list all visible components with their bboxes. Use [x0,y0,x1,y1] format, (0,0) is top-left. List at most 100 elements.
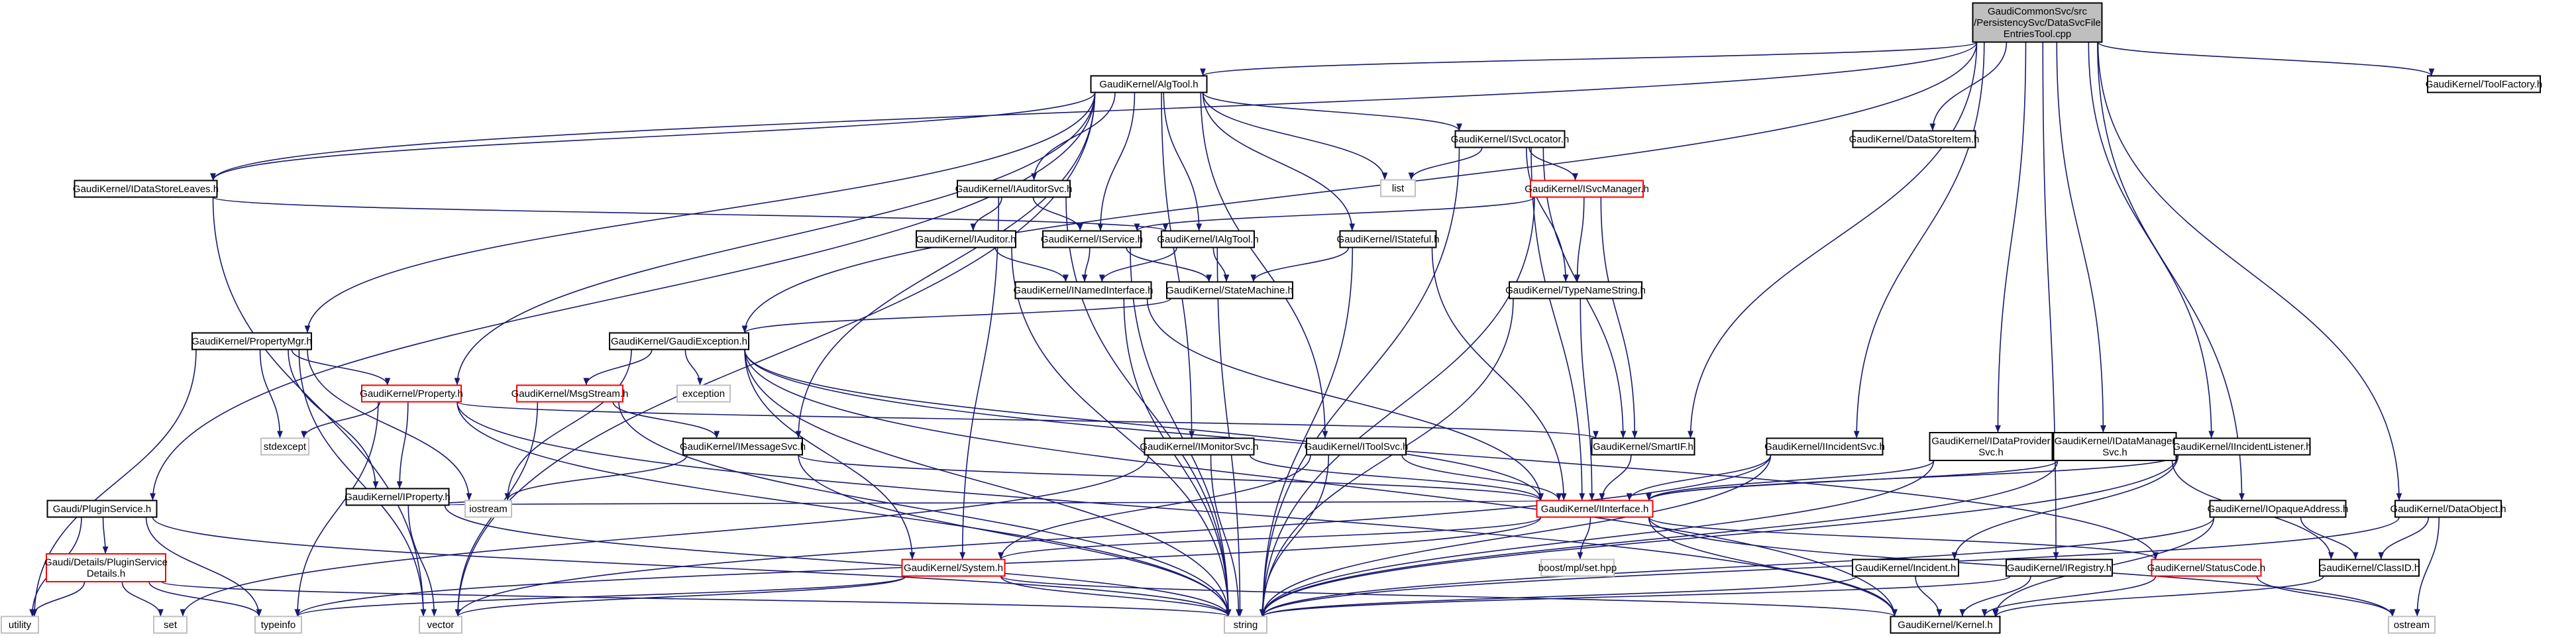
node-box [361,384,462,403]
edge-imessagesvc-to-iostream [504,454,688,501]
edge-idatastoreleaves-to-ialgtool [212,196,1168,232]
node-label: typeinfo [261,619,296,631]
node-box [1852,130,1976,148]
node-vector[interactable]: vector [419,615,462,634]
edge-propertymgr-to-stdexcept [259,349,283,439]
node-gaudikernel-ialgtool-h[interactable]: GaudiKernel/IAlgTool.h [1157,230,1259,248]
edge-isvclocator-to-list [1408,147,1483,180]
node-set[interactable]: set [153,615,188,634]
node-gaudikernel-kernel-h[interactable]: GaudiKernel/Kernel.h [1890,615,2001,634]
edge-isvcmanager-to-typenamestring [1574,197,1585,282]
node-gaudikernel-isvcmanager-h[interactable]: GaudiKernel/ISvcManager.h [1525,180,1649,198]
node-box [46,500,158,518]
node-label: /PersistencySvc/DataSvcFile [1974,17,2101,28]
node-gaudikernel-smartif-h[interactable]: GaudiKernel/SmartIF.h [1591,437,1695,456]
edge-isvcmanager-to-smartif [1600,197,1638,439]
node-gaudi-pluginservice-h[interactable]: Gaudi/PluginService.h [46,500,158,518]
edge-propertymgr-to-iproperty [288,349,379,489]
node-label: GaudiKernel/IStateful.h [1336,234,1439,245]
node-gaudikernel-statuscode-h[interactable]: GaudiKernel/StatusCode.h [2147,558,2265,577]
node-gaudicommonsvc-src-persistencysvc-datasvcfileentriestool-cpp[interactable]: GaudiCommonSvc/src/PersistencySvc/DataSv… [1972,2,2103,43]
node-gaudikernel-iopaqueaddress-h[interactable]: GaudiKernel/IOpaqueAddress.h [2208,500,2349,518]
node-gaudikernel-istateful-h[interactable]: GaudiKernel/IStateful.h [1336,230,1440,248]
node-gaudikernel-iincidentsvc-h[interactable]: GaudiKernel/IIncidentSvc.h [1764,437,1885,456]
node-gaudikernel-system-h[interactable]: GaudiKernel/System.h [901,558,1006,577]
edge-classid-to-kernel [1993,576,2324,617]
node-gaudikernel-iproperty-h[interactable]: GaudiKernel/IProperty.h [345,488,451,506]
node-box [1339,230,1437,248]
node-gaudikernel-inamedinterface-h[interactable]: GaudiKernel/INamedInterface.h [1014,281,1154,299]
node-boost-mpl-set-hpp[interactable]: boost/mpl/set.hpp [1538,558,1617,577]
edge-iservice-to-statemachine [1126,247,1212,282]
node-gaudikernel-algtool-h[interactable]: GaudiKernel/AlgTool.h [1090,75,1208,93]
node-label: GaudiKernel/IProperty.h [345,492,451,503]
node-gaudikernel-property-h[interactable]: GaudiKernel/Property.h [360,384,463,403]
node-label: GaudiKernel/IAlgTool.h [1157,234,1258,245]
node-gaudikernel-imessagesvc-h[interactable]: GaudiKernel/IMessageSvc.h [680,437,806,456]
edge-root-to-idataprovidersvc [1995,42,2027,433]
node-gaudikernel-idatastoreleaves-h[interactable]: GaudiKernel/IDataStoreLeaves.h [73,180,219,198]
node-gaudikernel-toolfactory-h[interactable]: GaudiKernel/ToolFactory.h [2426,75,2542,93]
node-gaudikernel-iauditor-h[interactable]: GaudiKernel/IAuditor.h [916,230,1016,248]
node-list[interactable]: list [1380,179,1416,197]
node-typeinfo[interactable]: typeinfo [254,615,302,634]
edge-isvcmanager-to-iservice [1134,196,1535,232]
node-gaudikernel-iregistry-h[interactable]: GaudiKernel/IRegistry.h [2006,558,2113,577]
node-gaudikernel-typenamestring-h[interactable]: GaudiKernel/TypeNameString.h [1505,281,1646,299]
edge-algtool-to-vector [455,92,1096,617]
node-gaudikernel-propertymgr-h[interactable]: GaudiKernel/PropertyMgr.h [191,332,312,350]
node-stdexcept[interactable]: stdexcept [260,437,309,456]
node-gaudikernel-iinterface-h[interactable]: GaudiKernel/IInterface.h [1536,500,1654,518]
node-exception[interactable]: exception [676,384,731,403]
node-utility[interactable]: utility [1,615,39,634]
edge-algtool-to-imonitorsvc [1161,92,1195,439]
node-label: Svc.h [1978,447,2004,458]
node-gaudikernel-iauditorsvc-h[interactable]: GaudiKernel/IAuditorSvc.h [955,180,1073,198]
node-box [1509,281,1642,299]
edge-istateful-to-statemachine [1250,247,1350,282]
edge-istateful-to-iinterface [1431,247,1567,501]
node-gaudikernel-iservice-h[interactable]: GaudiKernel/IService.h [1041,230,1143,248]
edge-idatamanagersvc-to-string [1260,460,2059,617]
node-gaudikernel-classid-h[interactable]: GaudiKernel/ClassID.h [2319,558,2420,577]
node-gaudikernel-gaudiexception-h[interactable]: GaudiKernel/GaudiException.h [609,332,749,350]
node-label: Gaudi/PluginService.h [53,504,151,515]
node-box [1166,281,1293,299]
node-gaudikernel-itoolsvc-h[interactable]: GaudiKernel/IToolSvc.h [1305,437,1409,456]
node-box [676,384,731,403]
node-box [1380,179,1416,197]
node-label: list [1392,183,1405,194]
node-label: GaudiKernel/ISvcLocator.h [1451,134,1569,145]
node-gaudikernel-datastoreitem-h[interactable]: GaudiKernel/DataStoreItem.h [1849,130,1980,148]
edge-iproperty-to-string [444,505,1232,617]
edge-gaudiexception-to-string [744,349,1232,617]
node-gaudikernel-incident-h[interactable]: GaudiKernel/Incident.h [1852,558,1959,577]
node-box [1852,558,1959,577]
edge-iauditor-to-inamedinterface [994,247,1069,282]
edge-algtool-to-itoolsvc [1200,92,1328,439]
node-gaudikernel-msgstream-h[interactable]: GaudiKernel/MsgStream.h [511,384,629,403]
edge-system-to-string [1000,576,1232,617]
node-label: stdexcept [264,441,307,452]
node-gaudikernel-dataobject-h[interactable]: GaudiKernel/DataObject.h [2390,500,2506,518]
node-box [191,332,312,350]
node-gaudikernel-imonitorsvc-h[interactable]: GaudiKernel/IMonitorSvc.h [1140,437,1259,456]
edge-imonitorsvc-to-iinterface [1249,454,1544,501]
node-box [1591,437,1695,456]
node-gaudikernel-iincidentlistener-h[interactable]: GaudiKernel/IIncidentListener.h [2173,437,2312,456]
node-string[interactable]: string [1224,615,1267,634]
node-gaudikernel-statemachine-h[interactable]: GaudiKernel/StateMachine.h [1166,281,1293,299]
edge-root-to-idatastoreleaves [210,42,1978,181]
node-box [1144,437,1255,456]
node-ostream[interactable]: ostream [2388,615,2436,634]
edge-propertymgr-to-property [291,349,391,386]
edge-idataprovidersvc-to-iinterface [1646,460,1935,501]
edge-root-to-datastoreitem [1929,42,2008,131]
edge-iauditorsvc-to-string [1065,197,1232,617]
node-gaudikernel-isvclocator-h[interactable]: GaudiKernel/ISvcLocator.h [1451,130,1569,148]
edge-root-to-dataobject [2097,42,2402,501]
node-iostream[interactable]: iostream [464,500,512,518]
